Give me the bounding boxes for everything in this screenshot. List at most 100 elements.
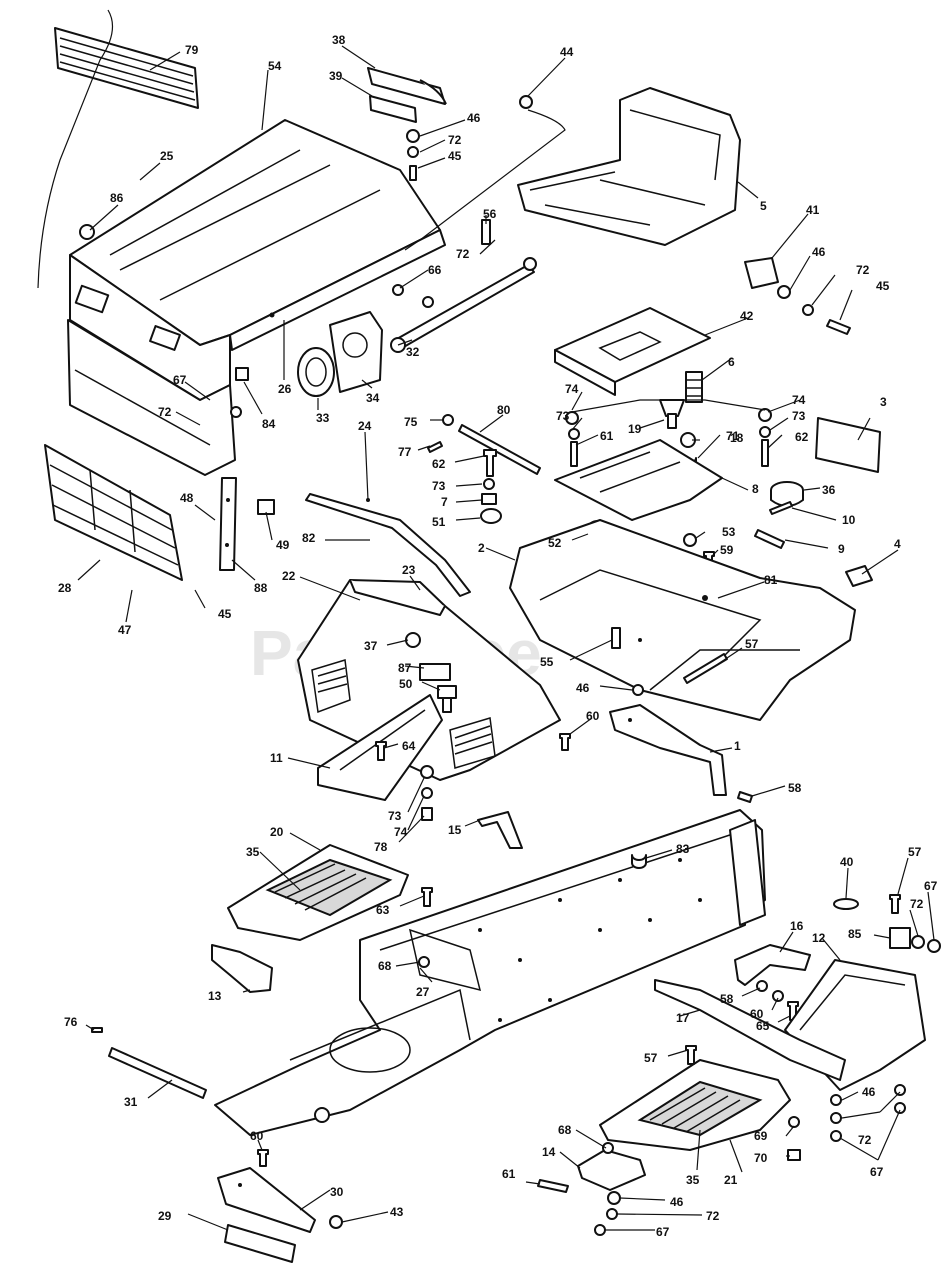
callout-1: 1 <box>734 739 741 753</box>
callout-60: 60 <box>250 1129 264 1143</box>
part-67-nut-c <box>830 1130 842 1142</box>
callout-59: 59 <box>720 543 734 557</box>
callout-62: 62 <box>795 430 809 444</box>
callout-48: 48 <box>180 491 194 505</box>
part-22-dash-panel <box>297 579 561 781</box>
part-29-plate <box>224 1224 296 1263</box>
callout-46: 46 <box>467 111 481 125</box>
part-9-pin <box>754 529 785 549</box>
part-46-washer-c <box>632 684 644 696</box>
callout-72: 72 <box>856 263 870 277</box>
part-34-tank-bracket <box>329 311 383 393</box>
part-82-lift-link <box>305 493 471 597</box>
part-44-bumper <box>519 95 533 109</box>
callout-61: 61 <box>502 1167 516 1181</box>
callout-64: 64 <box>402 739 416 753</box>
callout-21: 21 <box>724 1173 738 1187</box>
callout-67: 67 <box>656 1225 670 1239</box>
part-21-right-footplate <box>599 1059 791 1151</box>
part-72-washer-f <box>830 1112 842 1124</box>
part-57-bolt-a <box>683 653 728 684</box>
callout-28: 28 <box>58 581 72 595</box>
callout-81: 81 <box>764 573 778 587</box>
callout-58: 58 <box>788 781 802 795</box>
part-72-washer-e <box>911 935 925 949</box>
part-57-bolt-c <box>685 1045 697 1065</box>
part-61-bolt-b <box>537 1179 569 1193</box>
callout-74: 74 <box>394 825 408 839</box>
part-76-pin <box>91 1027 103 1033</box>
callout-22: 22 <box>282 569 296 583</box>
callout-45: 45 <box>448 149 462 163</box>
part-79-grille-insert <box>37 9 199 289</box>
callout-31: 31 <box>124 1095 138 1109</box>
callout-51: 51 <box>432 515 446 529</box>
callout-39: 39 <box>329 69 343 83</box>
callout-46: 46 <box>670 1195 684 1209</box>
part-58-bolt-a <box>737 791 753 803</box>
callout-45: 45 <box>218 607 232 621</box>
part-15-bracket <box>477 811 523 849</box>
part-72-washer-b <box>802 304 814 316</box>
callout-45: 45 <box>876 279 890 293</box>
part-2-fender <box>509 519 856 721</box>
callout-41: 41 <box>806 203 820 217</box>
callout-67: 67 <box>870 1165 884 1179</box>
callout-83: 83 <box>676 842 690 856</box>
part-60-bolt-b <box>772 990 784 1002</box>
part-58-bolt-b <box>756 980 768 992</box>
callout-35: 35 <box>686 1173 700 1187</box>
callout-78: 78 <box>374 840 388 854</box>
callout-75: 75 <box>404 415 418 429</box>
part-43-nut <box>329 1215 343 1229</box>
part-72-washer-g <box>606 1208 618 1220</box>
callout-73: 73 <box>388 809 402 823</box>
part-83-spacer <box>631 854 647 869</box>
callout-55: 55 <box>540 655 554 669</box>
part-17-support <box>654 979 846 1081</box>
callout-57: 57 <box>745 637 759 651</box>
part-60-bolt-a <box>559 733 571 751</box>
callout-5: 5 <box>760 199 767 213</box>
part-66-nut-b <box>422 296 434 308</box>
callout-25: 25 <box>160 149 174 163</box>
part-46-washer-a <box>406 129 420 143</box>
part-31-axle <box>108 1047 207 1099</box>
callout-62: 62 <box>432 457 446 471</box>
callout-10: 10 <box>842 513 856 527</box>
callout-73: 73 <box>792 409 806 423</box>
callout-11: 11 <box>270 751 283 765</box>
callout-87: 87 <box>398 661 412 675</box>
callout-72: 72 <box>858 1133 872 1147</box>
callout-72: 72 <box>456 247 470 261</box>
callout-56: 56 <box>483 207 497 221</box>
part-38-hinge <box>367 67 447 105</box>
callout-44: 44 <box>560 45 574 59</box>
part-7-nut <box>481 493 497 505</box>
part-hood-lower <box>67 319 242 476</box>
part-88-bracket <box>219 477 237 571</box>
part-32-hood-rod <box>390 257 537 353</box>
callout-84: 84 <box>262 417 276 431</box>
callout-29: 29 <box>158 1209 172 1223</box>
callout-12: 12 <box>812 931 826 945</box>
callout-53: 53 <box>722 525 736 539</box>
callout-67: 67 <box>173 373 187 387</box>
callout-65: 65 <box>756 1019 770 1033</box>
callout-labels: 79 54 25 86 38 39 44 46 72 45 5 41 46 72… <box>58 33 938 1239</box>
callout-68: 68 <box>378 959 392 973</box>
part-68-nuts-a <box>418 956 430 968</box>
callout-52: 52 <box>548 536 562 550</box>
part-12-right-footrest <box>784 959 926 1091</box>
part-75-pin <box>442 414 454 426</box>
part-1-seat-support <box>609 704 727 796</box>
callout-16: 16 <box>790 919 804 933</box>
part-44-cable <box>404 109 566 251</box>
callout-72: 72 <box>448 133 462 147</box>
callout-71: 71 <box>726 429 740 443</box>
part-41-bracket <box>744 257 779 289</box>
callout-26: 26 <box>278 382 292 396</box>
callout-13: 13 <box>208 989 222 1003</box>
callout-82: 82 <box>302 531 316 545</box>
